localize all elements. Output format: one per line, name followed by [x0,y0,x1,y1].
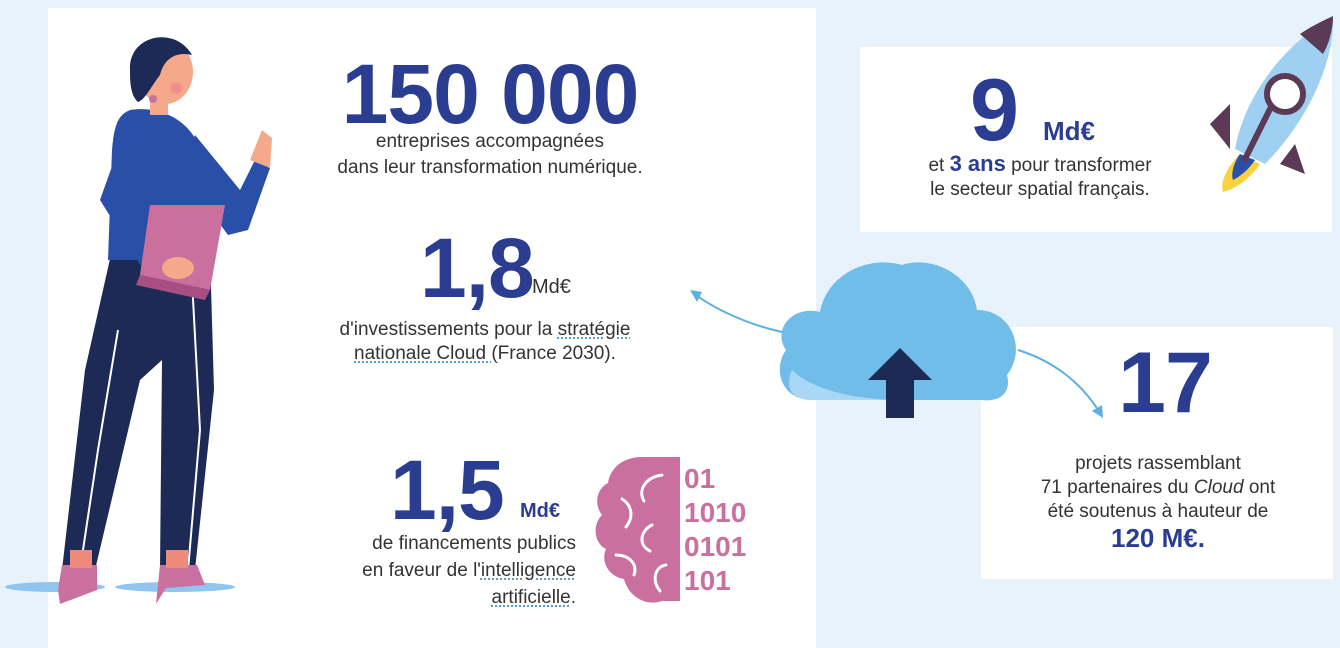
stat-space-value: 9 [970,60,1019,159]
stat-150000-line1: entreprises accompagnées [375,131,605,152]
stat-cloud-value: 1,8 [420,221,535,315]
stat-cloud-unit: Md€ [532,276,571,298]
stat-ai-text: de financements publics en faveur de l'i… [270,530,576,611]
binary-line: 1010 [684,497,747,528]
stat-projects-cloud: Cloud [1193,477,1244,498]
link-strategie[interactable]: stratégie [557,319,631,340]
projects-panel [981,327,1333,579]
stat-space-text: et 3 ans pour transformer le secteur spa… [870,152,1210,202]
stat-projects-line1: projets rassemblant [1075,453,1241,474]
stat-cloud-line1-prefix: d'investissements pour la [339,319,558,340]
stat-space-unit: Md€ [1043,116,1095,146]
rocket-icon [1210,16,1334,192]
stat-150000-value: 150 000 [341,47,640,141]
stat-ai-value: 1,5 [390,443,505,537]
stat-ai-line3-suffix: . [570,587,576,608]
stat-space-line1-prefix: et [928,155,950,176]
cloud-upload-icon [779,262,1016,418]
person-illustration [5,37,272,604]
link-nationale-cloud[interactable]: nationale Cloud [354,343,492,364]
stat-150000-line2: dans leur transformation numérique. [337,157,643,178]
stat-space-bold: 3 ans [949,151,1006,176]
binary-line: 101 [684,565,731,596]
binary-code: 01 1010 0101 101 [684,462,746,598]
stat-projects-line2-prefix: 71 partenaires du [1040,477,1194,498]
brain-icon [595,457,680,603]
stat-space-line1-suffix: pour transformer [1005,155,1152,176]
stat-projects-line3: été soutenus à hauteur de [1047,501,1269,522]
binary-line: 01 [684,463,716,494]
stat-projects-value: 17 [1118,335,1213,431]
stat-projects-text: projets rassemblant 71 partenaires du Cl… [990,452,1326,524]
stat-ai-unit: Md€ [520,500,560,522]
binary-line: 0101 [684,531,747,562]
stat-ai-line1: de financements publics [372,533,576,554]
stat-projects-line2-suffix: ont [1243,477,1276,498]
stat-ai-line2-prefix: en faveur de l' [362,560,481,581]
link-artificielle[interactable]: artificielle [491,587,571,608]
stat-projects-amount: 120 M€. [1111,523,1205,553]
link-intelligence[interactable]: intelligence [480,560,576,581]
stat-space-line2: le secteur spatial français. [930,179,1150,200]
stat-cloud-line2-suffix: (France 2030). [491,343,616,364]
stat-cloud-text: d'investissements pour la stratégie nati… [290,318,680,366]
